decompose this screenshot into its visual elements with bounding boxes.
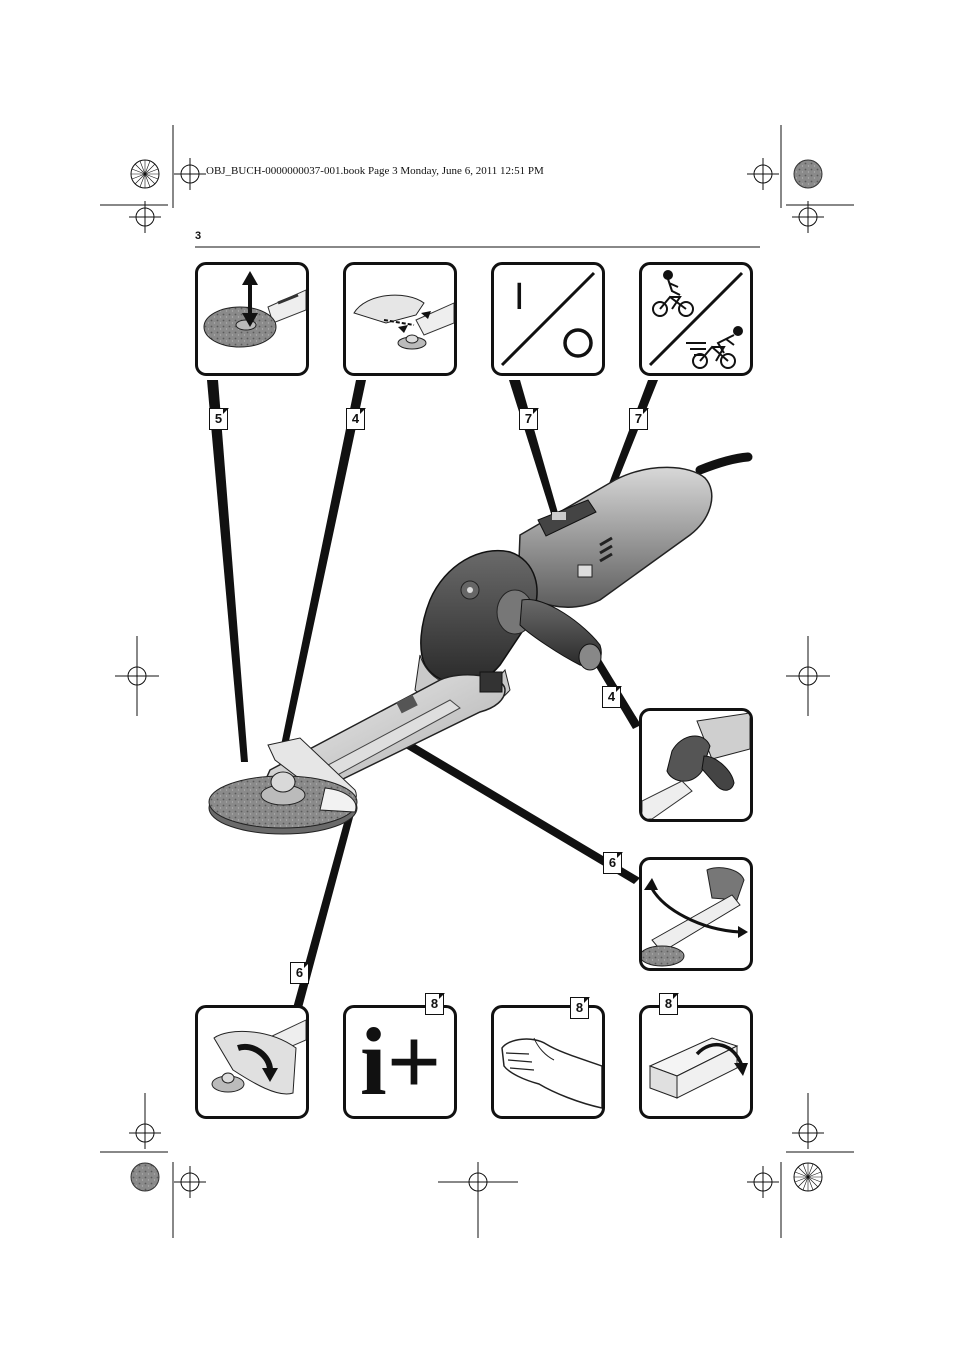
switch-on-symbol: I xyxy=(514,276,525,318)
packaging-panel xyxy=(639,1005,753,1119)
ref-tag-disc: 5 xyxy=(209,407,229,430)
guard-rotate-panel xyxy=(195,1005,309,1119)
info-symbol: i+ xyxy=(360,1008,442,1115)
file-info-header: OBJ_BUCH-0000000037-001.book Page 3 Mond… xyxy=(206,165,544,177)
ref-tag-switch: 7 xyxy=(519,407,539,430)
rotate-arm-panel xyxy=(639,857,753,971)
on-off-panel: I xyxy=(491,262,605,376)
speed-panel xyxy=(639,262,753,376)
ref-tag-guard-bottom: 6 xyxy=(290,961,310,984)
ref-tag-info: 8 xyxy=(425,992,445,1015)
ref-tag-glove: 8 xyxy=(570,996,590,1019)
fast-cyclist-icon xyxy=(686,326,743,369)
handle-panel xyxy=(639,708,753,822)
disc-mount-panel xyxy=(195,262,309,376)
ref-tag-guard-top: 4 xyxy=(346,407,366,430)
crop-marks xyxy=(100,125,854,1238)
page-number: 3 xyxy=(195,230,202,242)
ref-tag-speed: 7 xyxy=(629,407,649,430)
glove-panel xyxy=(491,1005,605,1119)
pipe-grinder-illustration xyxy=(208,452,753,835)
info-panel: i+ xyxy=(343,1005,457,1119)
slow-cyclist-icon xyxy=(652,270,694,317)
registration-discs xyxy=(130,159,823,1192)
ref-tag-box: 8 xyxy=(659,992,679,1015)
ref-tag-rotate: 6 xyxy=(603,851,623,874)
ref-tag-handle: 4 xyxy=(602,685,622,708)
guard-mount-panel xyxy=(343,262,457,376)
